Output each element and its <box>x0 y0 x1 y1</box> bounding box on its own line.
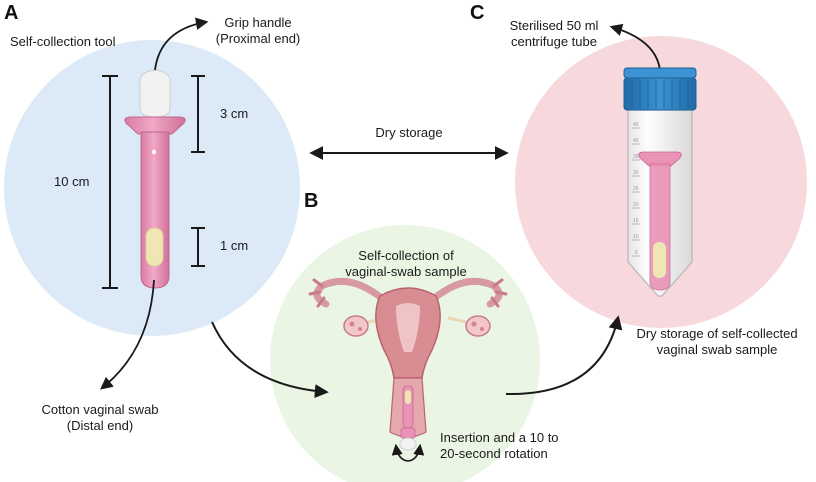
dimension-10cm <box>102 75 118 289</box>
tube-tick: 5 <box>635 250 638 256</box>
grip-handle-label: Grip handle (Proximal end) <box>215 15 301 46</box>
arrow-to-panel-b <box>211 321 329 399</box>
dimension-3cm <box>191 75 205 153</box>
grip-handle-icon <box>139 69 171 118</box>
arrow-to-tube <box>609 23 661 71</box>
centrifuge-tube-icon: 45 40 35 30 25 20 15 10 5 <box>623 67 697 297</box>
rotation-icon <box>391 443 425 462</box>
dry-storage-sample-label: Dry storage of self-collected vaginal sw… <box>636 326 798 357</box>
length-1cm-label: 1 cm <box>220 238 249 253</box>
tube-tick: 20 <box>633 202 639 208</box>
panel-letter-a: A <box>4 2 19 24</box>
uterus-icon <box>308 277 508 451</box>
tube-tick: 40 <box>633 138 639 144</box>
tube-tick: 45 <box>633 122 639 128</box>
panel-letter-c: C <box>470 2 485 24</box>
cotton-swab-label: Cotton vaginal swab (Distal end) <box>41 402 159 433</box>
insertion-label: Insertion and a 10 to 20-second rotation <box>440 430 559 461</box>
panel-letter-b: B <box>304 190 319 212</box>
self-collection-label: Self-collection of vaginal-swab sample <box>345 248 467 279</box>
cotton-tip-icon <box>145 227 164 267</box>
length-3cm-label: 3 cm <box>220 106 249 121</box>
panel-a-title: Self-collection tool <box>10 34 116 49</box>
arrow-cotton-swab <box>100 279 155 390</box>
tube-tick: 10 <box>633 234 639 240</box>
dimension-1cm <box>191 227 205 267</box>
tube-label: Sterilised 50 ml centrifuge tube <box>509 18 599 49</box>
self-collection-tool <box>124 69 186 289</box>
tool-collar <box>124 116 186 135</box>
arrow-grip-handle <box>154 17 209 71</box>
dry-storage-label: Dry storage <box>375 125 443 140</box>
tube-tick: 25 <box>633 186 639 192</box>
length-10cm-label: 10 cm <box>54 174 90 189</box>
arrow-to-panel-c <box>505 315 623 396</box>
tube-tick: 35 <box>633 154 639 160</box>
tube-tick: 15 <box>633 218 639 224</box>
tube-tick: 30 <box>633 170 639 176</box>
